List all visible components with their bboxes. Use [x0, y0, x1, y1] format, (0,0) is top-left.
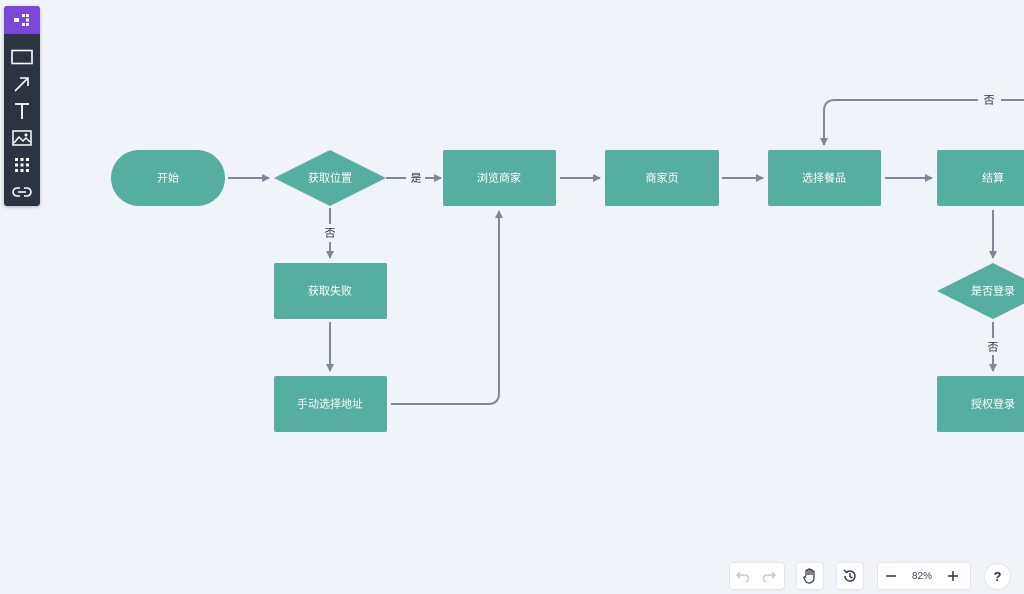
- zoom-level[interactable]: 82%: [911, 570, 932, 582]
- node-start[interactable]: [111, 150, 225, 206]
- image-icon[interactable]: [4, 124, 40, 151]
- history-controls: [730, 563, 784, 589]
- node-authorize-login-label: 授权登录: [971, 397, 1015, 411]
- node-checkout[interactable]: [937, 150, 1024, 206]
- node-choose-meal-label: 选择餐品: [802, 171, 846, 185]
- text-icon[interactable]: [4, 97, 40, 124]
- node-manual-address[interactable]: [274, 376, 387, 432]
- undo-icon[interactable]: [730, 563, 756, 589]
- edges: [228, 99, 1024, 405]
- edge-label-no-location: 否: [325, 227, 336, 240]
- node-start-label: 开始: [157, 171, 179, 185]
- node-checkout-label: 结算: [982, 171, 1004, 185]
- node-browse-merchants-label: 浏览商家: [477, 171, 521, 185]
- edge-label-no-login: 否: [988, 341, 999, 354]
- node-get-location-label: 获取位置: [308, 171, 352, 185]
- link-icon[interactable]: [4, 178, 40, 205]
- node-get-location[interactable]: [274, 150, 386, 206]
- node-manual-address-label: 手动选择地址: [297, 397, 363, 411]
- rectangle-icon[interactable]: [4, 43, 40, 70]
- zoom-in-icon[interactable]: [940, 563, 966, 589]
- node-location-failed[interactable]: [274, 263, 387, 319]
- edge-label-yes: 是: [411, 172, 422, 185]
- node-browse-merchants[interactable]: [443, 150, 556, 206]
- zoom-controls: 82%: [878, 563, 970, 589]
- node-is-logged-in[interactable]: [937, 263, 1024, 319]
- node-merchant-page[interactable]: [605, 150, 719, 206]
- node-merchant-page-label: 商家页: [646, 171, 679, 185]
- help-button[interactable]: ?: [985, 564, 1010, 589]
- grid-icon[interactable]: [4, 151, 40, 178]
- edge-top-return-to-choose[interactable]: [824, 99, 1024, 145]
- pan-control: [797, 563, 823, 589]
- zoom-out-icon[interactable]: [878, 563, 904, 589]
- hand-icon[interactable]: [797, 563, 823, 589]
- shape-toolbar: [4, 6, 40, 206]
- node-is-logged-in-label: 是否登录: [971, 284, 1015, 298]
- history-panel-control: [837, 563, 863, 589]
- node-choose-meal[interactable]: [768, 150, 881, 206]
- arrow-icon[interactable]: [4, 70, 40, 97]
- redo-icon[interactable]: [756, 563, 782, 589]
- node-authorize-login[interactable]: [937, 376, 1024, 432]
- edge-manual-to-browse[interactable]: [391, 210, 503, 405]
- edge-label-no-top: 否: [984, 94, 995, 107]
- node-location-failed-label: 获取失败: [308, 284, 352, 298]
- diagram-logo-icon[interactable]: [4, 6, 40, 34]
- history-icon[interactable]: [837, 563, 863, 589]
